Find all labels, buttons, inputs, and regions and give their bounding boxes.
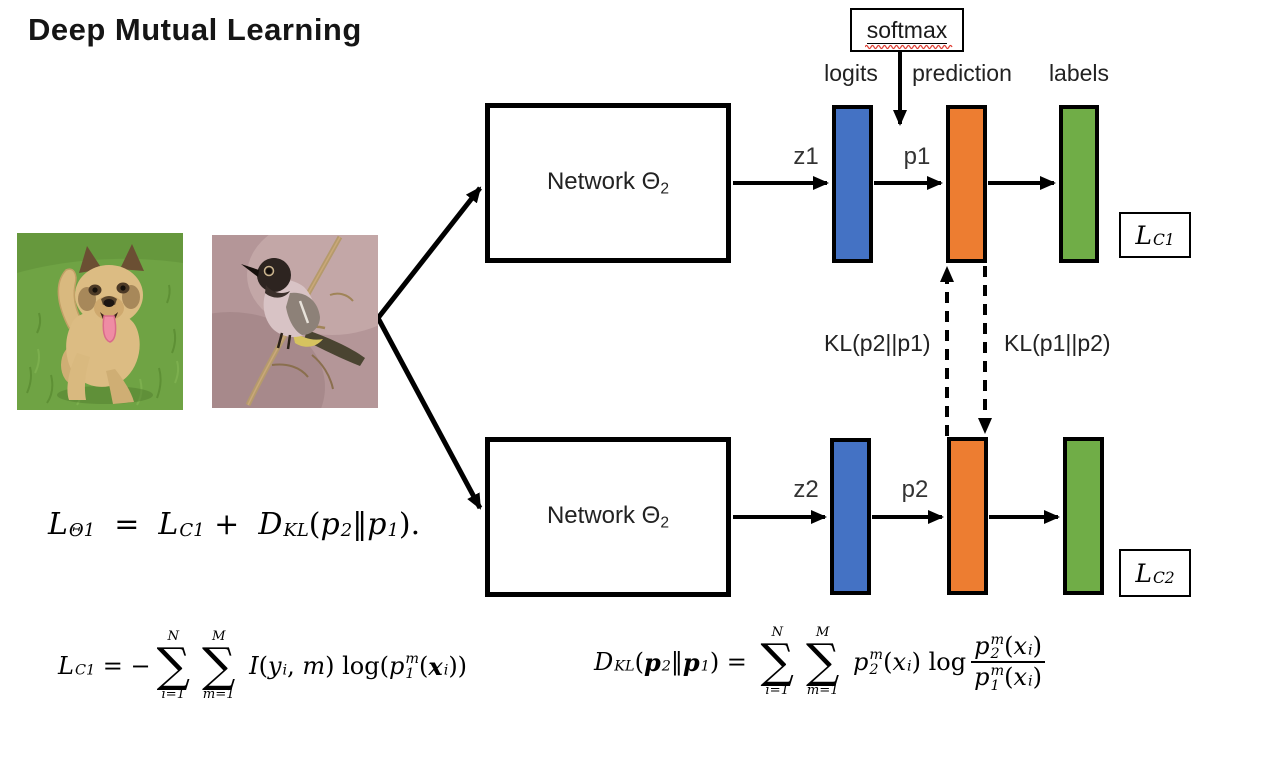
network-top-sub: 2	[660, 180, 670, 198]
kl-label-left: KL(p2||p1)	[824, 330, 931, 356]
spellcheck-squiggle	[864, 44, 953, 49]
signal-label-p2: p2	[901, 476, 929, 503]
prediction-bar-top	[946, 105, 987, 263]
lc1-base: L	[1135, 220, 1152, 250]
network-bottom-sub: 2	[660, 514, 670, 532]
column-label-prediction: prediction	[912, 60, 1012, 86]
network-bottom-label: Network Θ	[546, 501, 661, 529]
signal-label-z2: z2	[793, 476, 819, 503]
signal-label-z1: z1	[793, 143, 819, 170]
logits-bar-bottom	[830, 438, 871, 595]
kl-label-right: KL(p1||p2)	[1004, 330, 1111, 356]
labels-bar-top	[1059, 105, 1099, 263]
lc2-sub: C2	[1152, 568, 1175, 587]
input-branch-arrow-bottom	[375, 316, 483, 510]
labels-bar-bottom	[1063, 437, 1104, 595]
column-label-logits: logits	[824, 60, 878, 86]
dog-photo	[17, 233, 183, 410]
network-box-top: Network Θ2	[485, 103, 731, 263]
network-top-label: Network Θ	[546, 167, 661, 195]
column-label-labels: labels	[1048, 60, 1110, 86]
network-box-bottom: Network Θ2	[485, 437, 731, 597]
prediction-bar-bottom	[947, 437, 988, 595]
lc2-base: L	[1135, 558, 1152, 588]
lc1-sub: C1	[1152, 230, 1175, 249]
signal-label-p1: p1	[903, 143, 931, 170]
logits-bar-top	[832, 105, 873, 263]
softmax-label: softmax	[866, 16, 948, 44]
softmax-box: softmax	[850, 8, 964, 52]
input-branch-arrow-top	[376, 186, 482, 320]
page-title: Deep Mutual Learning	[28, 12, 362, 47]
bird-photo	[212, 235, 378, 408]
